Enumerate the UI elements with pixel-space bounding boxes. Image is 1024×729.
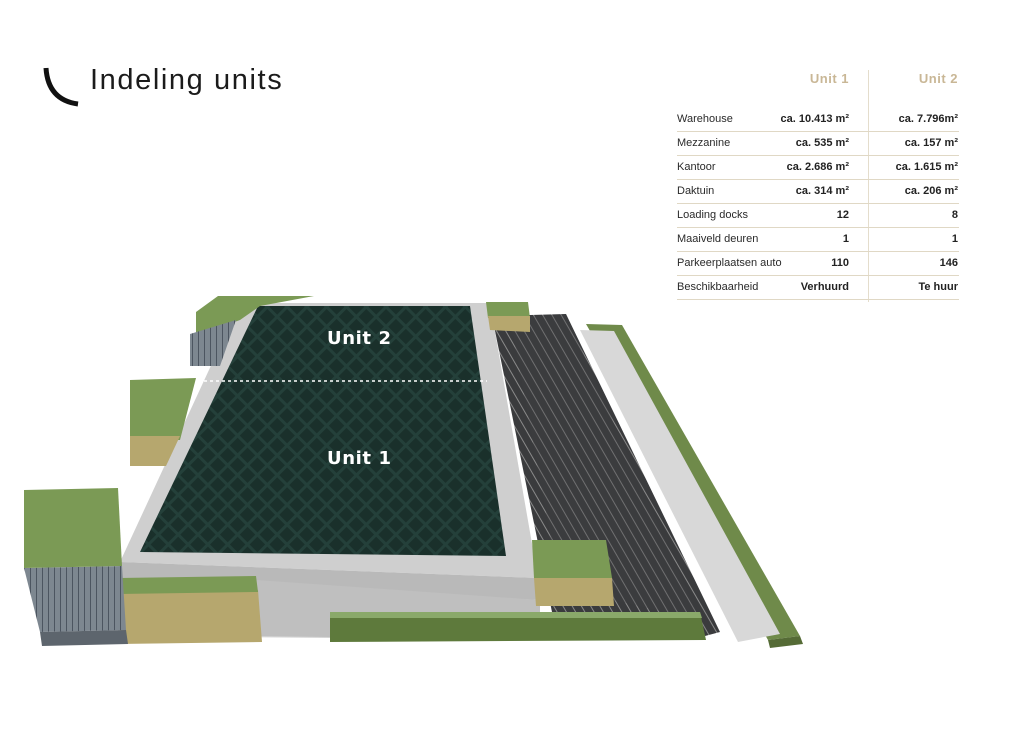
row-label: Maaiveld deuren [677, 233, 759, 245]
building-illustration [24, 296, 803, 648]
row-label: Kantoor [677, 161, 716, 173]
table-row: Warehouse ca. 10.413 m² ca. 7.796m² [677, 108, 959, 132]
table-row: Loading docks 12 8 [677, 204, 959, 228]
page-title: Indeling units [90, 64, 284, 96]
row-label: Mezzanine [677, 137, 731, 149]
unit-2-value: ca. 157 m² [904, 137, 958, 149]
unit-2-label: Unit 2 [327, 328, 392, 349]
arc-ornament-icon [43, 67, 79, 107]
table-row: Daktuin ca. 314 m² ca. 206 m² [677, 180, 959, 204]
unit-1-value: ca. 535 m² [795, 137, 849, 149]
unit-2-value: 1 [951, 233, 958, 245]
unit-1-label: Unit 1 [327, 448, 392, 469]
unit-1-value: ca. 2.686 m² [786, 161, 849, 173]
unit-1-value: 110 [831, 257, 849, 269]
unit-1-value: ca. 314 m² [795, 185, 849, 197]
table-row: Beschikbaarheid Verhuurd Te huur [677, 276, 959, 300]
unit-1-value: 12 [836, 209, 849, 221]
unit-2-value: ca. 1.615 m² [895, 161, 958, 173]
column-header-unit-1: Unit 1 [809, 71, 849, 86]
page-title-block: Indeling units [40, 62, 340, 112]
unit-2-value: ca. 7.796m² [898, 113, 958, 125]
row-label: Parkeerplaatsen auto [677, 257, 782, 269]
solar-panel-field [140, 306, 506, 556]
row-label: Loading docks [677, 209, 748, 221]
unit-1-value: 1 [842, 233, 849, 245]
aerial-site-render: Unit 2 Unit 1 [0, 280, 1024, 724]
unit-2-value: 8 [951, 209, 958, 221]
table-row: Maaiveld deuren 1 1 [677, 228, 959, 252]
office-tower-glass [24, 566, 126, 632]
unit-2-value: ca. 206 m² [904, 185, 958, 197]
front-green-fence [330, 612, 706, 642]
unit-1-value: Verhuurd [800, 281, 849, 293]
unit-spec-table: Unit 1 Unit 2 Warehouse ca. 10.413 m² ca… [677, 64, 959, 302]
table-header: Unit 1 Unit 2 [677, 64, 959, 108]
green-roof-office [24, 488, 122, 568]
unit-2-value: 146 [939, 257, 958, 269]
unit-1-value: ca. 10.413 m² [780, 113, 850, 125]
office-block-front [120, 590, 262, 644]
access-road [580, 330, 780, 642]
column-divider [868, 70, 869, 302]
unit-2-value: Te huur [918, 281, 958, 293]
column-header-unit-2: Unit 2 [918, 71, 958, 86]
row-label: Beschikbaarheid [677, 281, 759, 293]
table-row: Parkeerplaatsen auto 110 146 [677, 252, 959, 276]
green-roof-east [532, 540, 612, 578]
table-row: Kantoor ca. 2.686 m² ca. 1.615 m² [677, 156, 959, 180]
row-label: Warehouse [677, 113, 733, 125]
row-label: Daktuin [677, 185, 715, 197]
table-row: Mezzanine ca. 535 m² ca. 157 m² [677, 132, 959, 156]
